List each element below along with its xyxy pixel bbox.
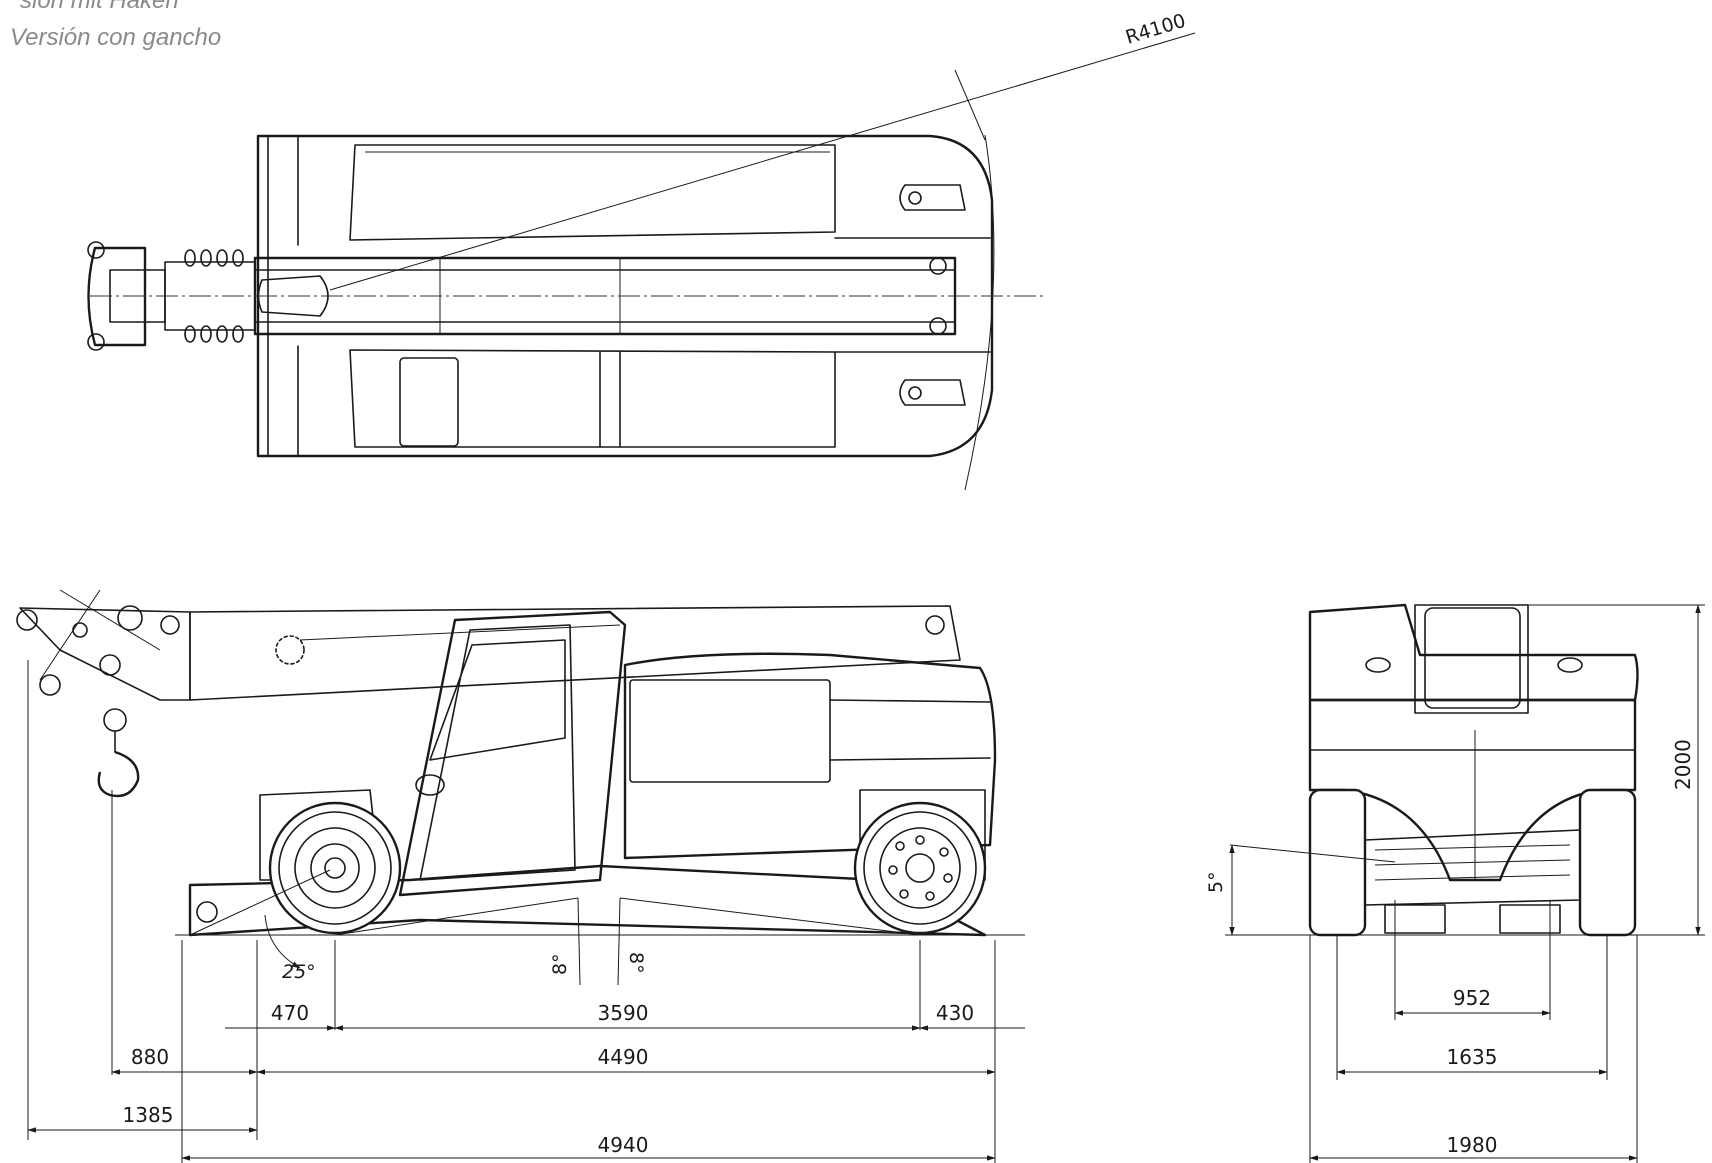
top-view: R4100: [87, 10, 1196, 491]
front-cab-frame: [1414, 604, 1529, 714]
ramp-angle-right-label: 8°: [625, 952, 647, 974]
tilt-line: [1229, 844, 1396, 863]
front-under-block-right: [1499, 904, 1561, 934]
cab-door: [419, 624, 576, 881]
boom-head: [257, 275, 329, 317]
title-spanish: Versión con gancho: [10, 24, 221, 51]
engine-side-panel: [629, 679, 831, 783]
front-block: [834, 135, 993, 457]
ramp-angle-left-label: 8°: [549, 953, 571, 975]
side-boom-line: [299, 624, 621, 641]
front-axle-detail: [1374, 844, 1571, 881]
side-view: 25° 8° 8° 470 3590 430 880 4490 1385 494…: [16, 589, 1025, 1163]
jib-brace-2: [39, 589, 101, 681]
approach-angle-line: [189, 869, 331, 936]
crane-hook-icon: [97, 708, 140, 798]
lifting-eye-top-hole: [908, 191, 922, 205]
boom-pin-bottom: [929, 317, 947, 335]
front-logo-plate: [1424, 607, 1521, 709]
dim-1635: 1635: [1447, 1045, 1498, 1069]
jib-brace-1: [59, 589, 161, 651]
dim-4490: 4490: [598, 1045, 649, 1069]
ramp-left-line: [334, 897, 579, 936]
side-boom-pin: [925, 615, 945, 635]
front-mid-body: [1308, 698, 1637, 882]
jib-rollers: [184, 249, 244, 343]
dim-2000: 2000: [1671, 739, 1695, 790]
side-jib-sheaves: [16, 605, 180, 696]
ramp-vertical-left: [577, 897, 581, 986]
dim-952: 952: [1453, 986, 1491, 1010]
lifting-eye-bottom-hole: [908, 386, 922, 400]
ramp-vertical-right: [617, 897, 621, 986]
jib-pin-lower: [87, 333, 105, 351]
front-under-block-left: [1384, 904, 1446, 934]
front-axle: [1364, 829, 1581, 906]
dim-470: 470: [271, 1001, 309, 1025]
dim-430: 430: [936, 1001, 974, 1025]
radius-leader-line: [329, 32, 1196, 291]
dim-1980: 1980: [1447, 1133, 1498, 1157]
engine-line-1: [829, 699, 991, 703]
front-wheel: [268, 801, 402, 935]
tilt-angle-label: 5°: [1205, 871, 1227, 893]
dim-4940: 4940: [598, 1133, 649, 1157]
jib-tip: [87, 246, 147, 347]
side-cab: [398, 610, 627, 897]
side-jib: [19, 607, 191, 701]
side-boom: [189, 605, 961, 701]
front-right-wheel: [1578, 788, 1637, 937]
side-boom-pivot: [275, 635, 305, 665]
engine-line-2: [829, 757, 991, 761]
cab-handle: [415, 774, 445, 796]
dim-880: 880: [131, 1045, 169, 1069]
lower-cab-block: [349, 349, 836, 448]
cab-seat: [399, 357, 459, 447]
dim-3590: 3590: [598, 1001, 649, 1025]
engine-housing: [623, 652, 997, 860]
upper-hood: [349, 144, 836, 241]
boom-pin-top: [929, 257, 947, 275]
front-top-body: [1308, 603, 1639, 702]
front-left-wheel: [1308, 788, 1367, 937]
front-view: 5° 2000 952 1635 1980: [1205, 603, 1705, 1163]
lifting-eye-top: [899, 184, 966, 211]
ramp-right-line: [619, 897, 921, 936]
cab-window: [429, 639, 566, 761]
radius-tick: [954, 69, 986, 141]
approach-angle-arc: [264, 914, 301, 969]
tow-point: [196, 901, 218, 923]
jib-pin-upper: [87, 241, 105, 259]
front-lifting-eyes: [1365, 657, 1583, 673]
radius-label: R4100: [1123, 10, 1188, 49]
rear-wheel: [853, 801, 987, 935]
dim-1385: 1385: [123, 1103, 174, 1127]
lifting-eye-bottom: [899, 379, 966, 406]
approach-angle-label: 25°: [282, 961, 316, 983]
title-german: sion mit Haken: [20, 0, 179, 14]
